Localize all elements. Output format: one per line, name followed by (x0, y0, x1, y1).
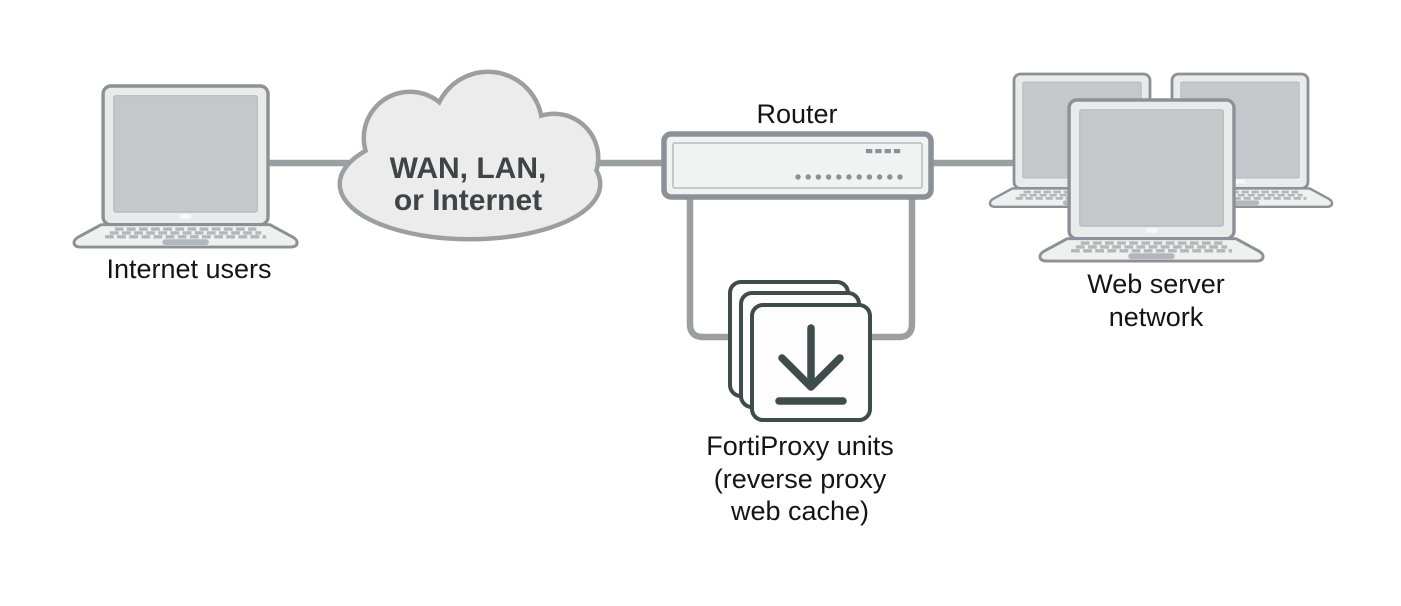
internet-users-label: Internet users (106, 254, 271, 284)
router-indicator-dashes (866, 149, 901, 154)
web-server-label-line2: network (1109, 302, 1204, 332)
laptop-icon (72, 84, 299, 249)
fortiproxy-node: FortiProxy units (reverse proxy web cach… (706, 280, 894, 526)
cloud-icon-fill (342, 74, 598, 237)
router-icon (661, 131, 934, 200)
fortiproxy-stack-icon (728, 280, 872, 422)
cloud-label-line2: or Internet (394, 184, 542, 217)
cloud-label-line1: WAN, LAN, (390, 152, 547, 185)
download-arrow-icon (775, 324, 847, 405)
internet-users-node: Internet users (72, 84, 299, 284)
fortiproxy-label-line1: FortiProxy units (706, 431, 894, 461)
router-node: Router (661, 99, 934, 200)
router-indicator-dots (795, 174, 903, 180)
server-laptop-front-icon (1038, 98, 1265, 263)
router-label: Router (756, 99, 837, 129)
fortiproxy-label-line2: (reverse proxy (714, 464, 887, 494)
fortiproxy-label-line3: web cache) (730, 496, 869, 526)
web-server-network-node: Web server network (988, 72, 1334, 332)
web-server-label-line1: Web server (1087, 269, 1225, 299)
network-cloud-node: WAN, LAN, or Internet (337, 69, 603, 242)
